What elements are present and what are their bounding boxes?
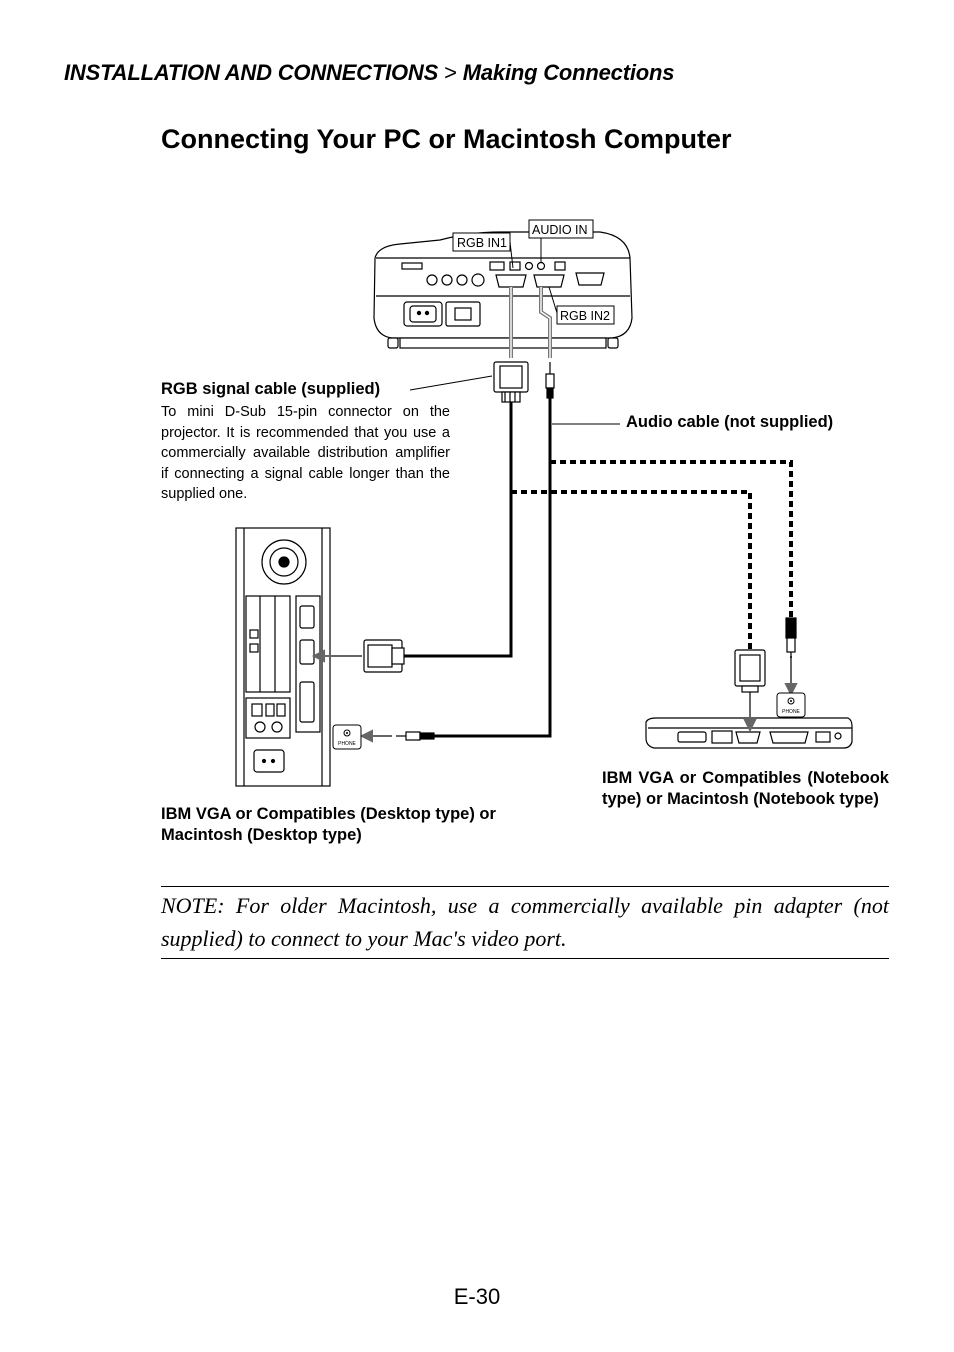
- rgb-cable-connector-top: [493, 361, 529, 403]
- rgb-cable-connector-notebook: [734, 649, 766, 693]
- rgb-cable-leader: [409, 375, 493, 391]
- audio-cable-notebook-dashed: [550, 460, 793, 618]
- rgb-cable: [402, 287, 513, 658]
- audio-plug-desktop: [396, 731, 435, 741]
- desktop-phone-jack-icon: PHONE: [332, 724, 362, 750]
- desktop-phone-label: PHONE: [338, 741, 356, 747]
- rgb-in2-label-box: [556, 305, 615, 325]
- desktop-pc-illustration: [235, 527, 331, 787]
- notebook-phone-label: PHONE: [782, 709, 800, 715]
- breadcrumb-separator: >: [444, 60, 457, 85]
- audio-plug-notebook: [785, 617, 797, 658]
- rgb-cable-notebook-dashed: [511, 490, 752, 650]
- audio-cable: [434, 287, 552, 738]
- rgb-cable-heading: RGB signal cable (supplied): [161, 380, 381, 398]
- breadcrumb-subsection: Making Connections: [462, 60, 675, 85]
- notebook-phone-jack-icon: PHONE: [776, 692, 806, 718]
- rgb-cable-connector-desktop: [363, 639, 405, 673]
- rgb-cable-description: To mini D-Sub 15-pin connector on the pr…: [161, 404, 450, 502]
- note-box: NOTE: For older Macintosh, use a commerc…: [161, 886, 889, 959]
- rgb-in2-label: RGB IN2: [560, 309, 610, 323]
- note-text: NOTE: For older Macintosh, use a commerc…: [161, 893, 889, 951]
- notebook-caption: IBM VGA or Compatibles (Notebook type) o…: [602, 769, 889, 808]
- breadcrumb-section: INSTALLATION AND CONNECTIONS: [64, 60, 439, 85]
- audio-cable-label: Audio cable (not supplied): [626, 413, 834, 431]
- page-number: E-30: [453, 1284, 501, 1309]
- audio-in-label: AUDIO IN: [532, 223, 588, 237]
- audio-plug-top: [545, 362, 555, 399]
- desktop-caption: IBM VGA or Compatibles (Desktop type) or…: [161, 805, 496, 844]
- breadcrumb: INSTALLATION AND CONNECTIONS>Making Conn…: [64, 60, 674, 86]
- rgb-in1-label: RGB IN1: [457, 236, 507, 250]
- page-title: Connecting Your PC or Macintosh Computer: [161, 124, 732, 154]
- audio-in-label-box: [528, 219, 594, 239]
- notebook-illustration: [645, 717, 853, 749]
